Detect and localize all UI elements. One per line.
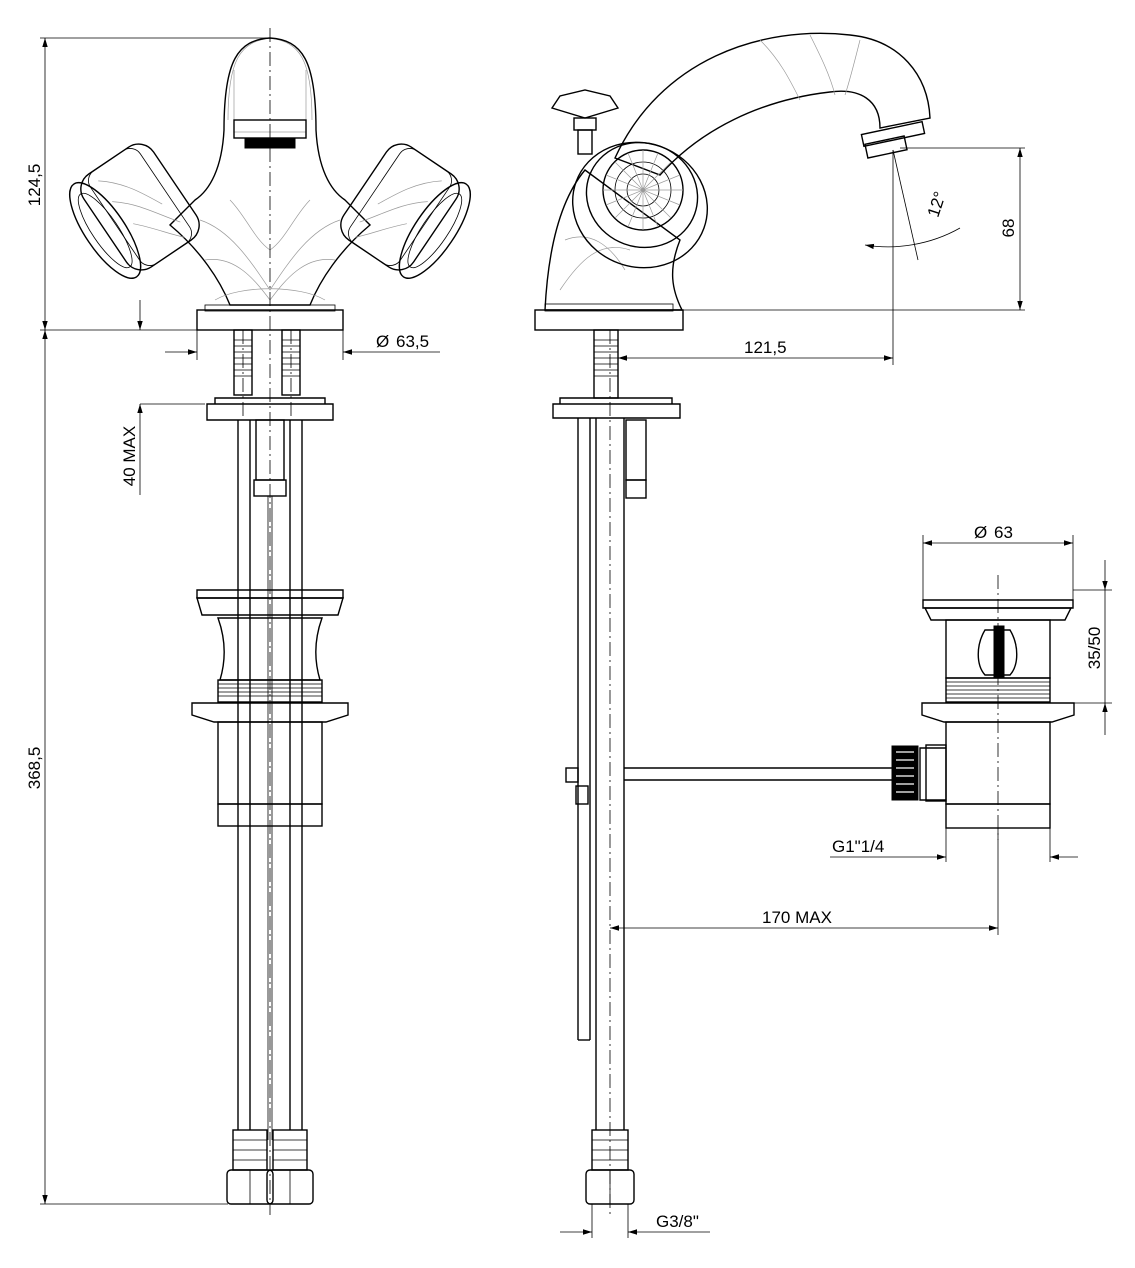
dim-spout-height: 68: [999, 219, 1018, 238]
dim-waste-thread: G1"1/4: [832, 837, 884, 856]
dim-rod-length: 170 MAX: [762, 908, 832, 927]
side-spout: [614, 32, 931, 176]
front-studs: [233, 329, 301, 396]
dimension-lines: [40, 37, 1112, 1238]
side-lever-knob: [550, 89, 620, 155]
dim-base-diameter: 63,5: [396, 332, 429, 351]
dim-waste-diameter-symbol: Ø: [974, 523, 987, 542]
side-body: [544, 169, 684, 311]
front-left-handle: [69, 143, 200, 279]
dim-plug-lift: 35/50: [1085, 627, 1104, 670]
dim-inlet-thread: G3/8": [656, 1212, 699, 1231]
side-handle-rosette: [571, 141, 709, 269]
dim-waste-diameter: 63: [994, 523, 1013, 542]
front-view: [69, 28, 471, 1215]
dim-spout-reach: 121,5: [744, 338, 787, 357]
waste-assembly: [891, 575, 1075, 840]
side-base-plate: [534, 309, 684, 331]
dim-total-height: 368,5: [25, 747, 44, 790]
front-hose-ends: [226, 1129, 314, 1205]
dim-base-diameter-symbol: Ø: [376, 332, 389, 351]
side-view: [534, 32, 931, 1215]
dimension-labels: 124,5 368,5 40 MAX Ø 63,5 121,5 12° 68 Ø…: [25, 164, 1104, 1231]
front-hoses: [237, 420, 303, 1140]
dim-spout-angle: 12°: [924, 189, 950, 219]
front-right-handle: [340, 143, 471, 279]
dim-top-height: 124,5: [25, 164, 44, 207]
side-pull-rod: [565, 767, 892, 805]
side-hose: [577, 418, 625, 1130]
dim-deck-clamp: 40 MAX: [120, 426, 139, 486]
